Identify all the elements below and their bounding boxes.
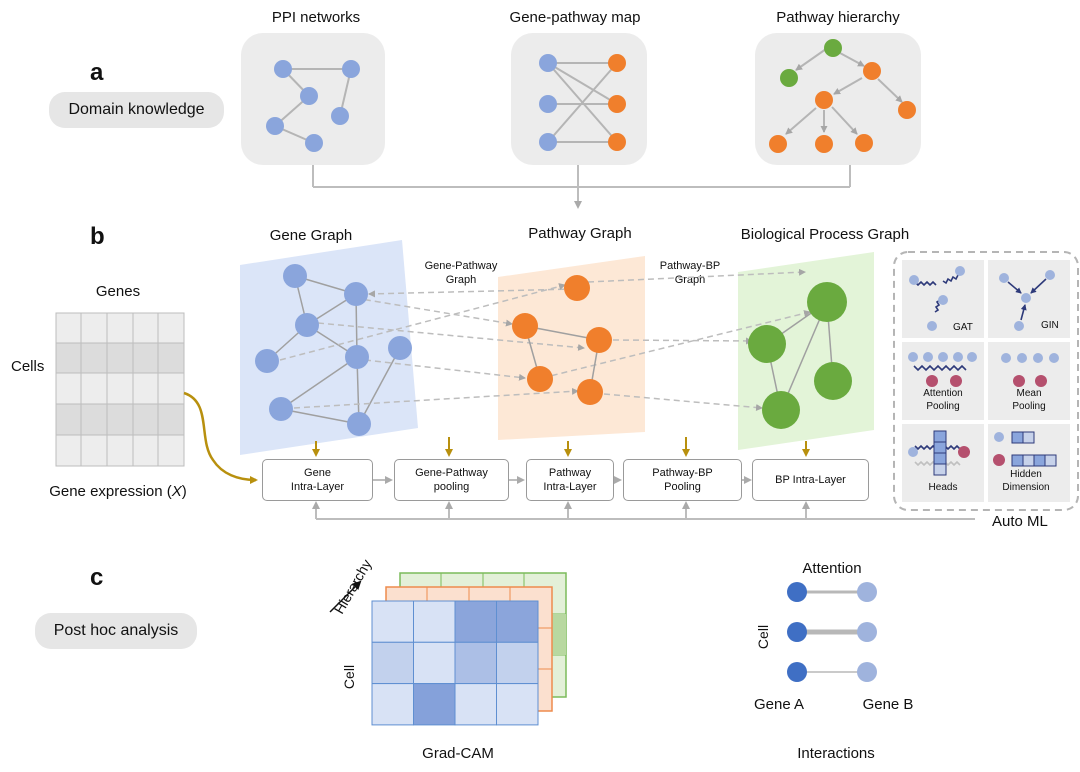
panel-letter-b: b [90,223,105,250]
layer-label-line: Intra-Layer [543,481,597,493]
interactions-cell-label: Cell [755,625,771,649]
gene-graph-title: Gene Graph [270,227,353,244]
layer-label-line: BP Intra-Layer [775,474,846,486]
ppi-network-box [241,33,385,165]
hidden-dimension-label-1: Hidden [1010,469,1042,480]
gradcam-cell [371,600,414,643]
bp-graph-title: Biological Process Graph [741,226,909,243]
expression-input-arrow [183,391,258,484]
gradcam-front-grid [371,600,539,726]
layer-label-line: Pathway-BP [652,467,713,479]
gradcam-cell [413,600,456,643]
mean-pooling-icon [1001,353,1059,387]
automl-frame [893,251,1079,511]
layer-label-line: Gene [304,467,331,479]
gene-b-node [857,582,877,602]
layer-label-line: Pathway [548,467,592,479]
cells-label: Cells [11,358,44,375]
gradcam-cell [371,641,414,685]
knowledge-merge-connector [312,165,851,209]
gene-a-node [787,622,807,642]
gene-a-label: Gene A [754,696,804,713]
layer-label-line: Intra-Layer [290,481,345,493]
pathway-bp-pooling-box: Pathway-BP Pooling [623,459,742,501]
hidden-dimension-icon [993,431,1057,467]
ppi-networks-title: PPI networks [272,9,360,26]
hierarchy-label: Hierarchy [331,557,375,617]
gradcam-cell [496,641,539,685]
bp-graph-nodes [748,282,852,429]
gradcam-cell-label: Cell [341,665,357,689]
layer-label-line: Pooling [664,481,701,493]
hidden-dimension-label-2: Dimension [1002,482,1049,493]
pathway-graph-nodes [512,275,612,405]
gradcam-cell [454,683,497,726]
gene-graph-nodes [255,264,412,436]
gat-label: GAT [953,322,973,333]
pathway-bp-graph-label-1: Pathway-BP [660,260,721,272]
gene-b-node [857,622,877,642]
gin-label: GIN [1041,320,1059,331]
gin-cell-icon [999,270,1055,331]
attention-pooling-label-1: Attention [923,388,962,399]
domain-knowledge-pill: Domain knowledge [49,92,224,128]
gradcam-cell [413,641,456,685]
expression-matrix [55,312,185,467]
gene-a-node [787,582,807,602]
bp-intra-layer-box: BP Intra-Layer [752,459,869,501]
gene-pathway-graph-label-2: Graph [446,274,477,286]
pathway-bp-graph-label-2: Graph [675,274,706,286]
heads-icon [908,430,970,476]
gradcam-cell [454,641,497,685]
pathway-hierarchy-box [755,33,921,165]
pathway-hierarchy-title: Pathway hierarchy [776,9,900,26]
gradcam-cell [496,683,539,726]
pathway-graph-title: Pathway Graph [528,225,631,242]
layer-label-line: Gene-Pathway [415,467,488,479]
gradcam-caption: Grad-CAM [422,745,494,762]
panel-letter-a: a [90,59,104,86]
gene-a-node [787,662,807,682]
attention-pooling-label-2: Pooling [926,401,959,412]
post-hoc-analysis-pill: Post hoc analysis [35,613,197,649]
layer-input-arrows [312,437,810,457]
interaction-rows [787,582,877,682]
gradcam-cell [496,600,539,643]
cross-layer-edges [279,268,811,411]
gene-pathway-map-box [511,33,647,165]
gene-pathway-map-title: Gene-pathway map [510,9,641,26]
interactions-caption: Interactions [797,745,875,762]
attention-pooling-icon [908,352,977,387]
gradcam-cell [371,683,414,726]
panel-letter-c: c [90,564,103,591]
gat-cell-icon [909,266,965,331]
automl-label: Auto ML [992,513,1048,530]
gradcam-cell [413,683,456,726]
gene-b-label: Gene B [863,696,914,713]
hierarchy-arrow [329,580,362,613]
attention-title: Attention [802,560,861,577]
layer-label-line: pooling [433,481,470,493]
genes-label: Genes [96,283,140,300]
mean-pooling-label-2: Pooling [1012,401,1045,412]
automl-feedback-lines [312,501,975,520]
heads-label: Heads [929,482,958,493]
gene-pathway-pooling-box: Gene-Pathway pooling [394,459,509,501]
gene-expression-caption: Gene expression (X) [49,483,187,500]
mean-pooling-label-1: Mean [1016,388,1041,399]
gene-b-node [857,662,877,682]
gradcam-cell [454,600,497,643]
gene-pathway-graph-label-1: Gene-Pathway [425,260,498,272]
